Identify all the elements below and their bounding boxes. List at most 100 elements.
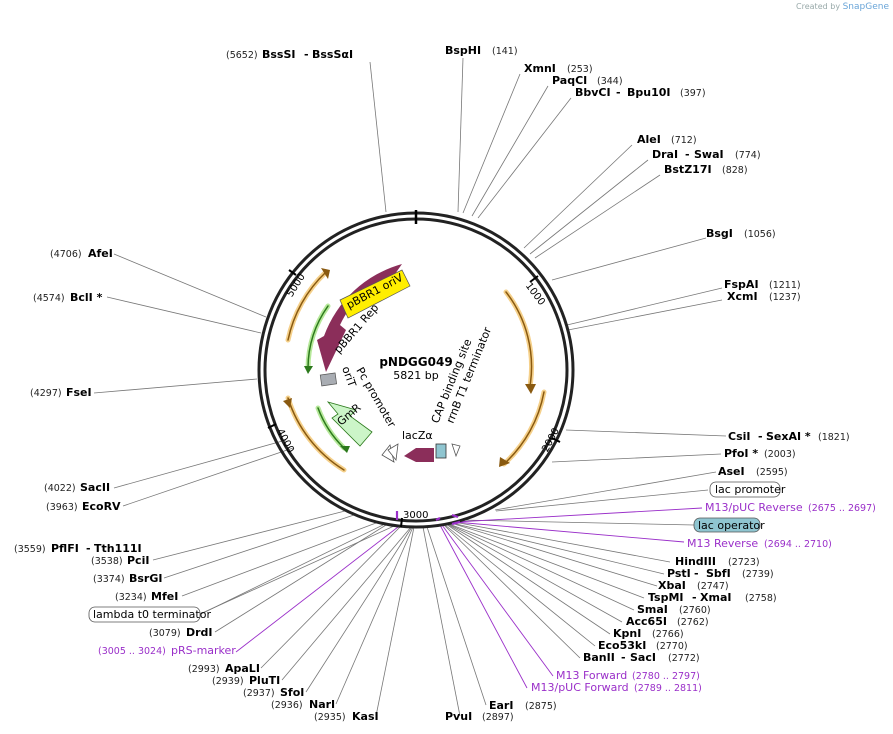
pc-promoter-label: Pc promoter <box>353 365 398 430</box>
site-drai[interactable]: DraI <box>652 148 678 161</box>
site-sexai[interactable]: SexAI * <box>766 430 811 443</box>
primer-prs-marker[interactable]: pRS-marker <box>171 644 236 657</box>
site-bsgi[interactable]: BsgI <box>706 227 733 240</box>
site-bsrgi[interactable]: BsrGI <box>129 572 162 585</box>
site-pos: (5652) <box>226 50 258 61</box>
primer-marks <box>395 511 461 526</box>
cap-site-marker[interactable] <box>451 443 461 458</box>
site-ecorv[interactable]: EcoRV <box>82 500 121 513</box>
site-pos: (1821) <box>818 432 850 443</box>
site-pos: (3079) <box>149 628 181 639</box>
site-pos: (2747) <box>697 581 729 592</box>
site-sacii[interactable]: SacII <box>80 481 110 494</box>
site-bsssi[interactable]: BssSI <box>262 48 296 61</box>
site-sbfi[interactable]: SbfI <box>706 567 731 580</box>
site-swai[interactable]: SwaI <box>694 148 724 161</box>
pbbr1-rep-arrow[interactable] <box>317 264 402 372</box>
site-pos: (344) <box>597 76 623 87</box>
site-fsei[interactable]: FseI <box>66 386 92 399</box>
lac-operator-box[interactable] <box>693 517 761 533</box>
primer-marker-small <box>387 443 399 461</box>
site-pfoi[interactable]: PfoI * <box>724 447 758 460</box>
site-pos: (774) <box>735 150 761 161</box>
site-nari[interactable]: NarI <box>309 698 335 711</box>
site-pos: (2762) <box>677 617 709 628</box>
site-pos: (1056) <box>744 229 776 240</box>
site-paqci[interactable]: PaqCI <box>552 74 587 87</box>
site-pos: (2875) <box>525 701 557 712</box>
site-pflfi[interactable]: PflFI <box>51 542 79 555</box>
site-pos: (2772) <box>668 653 700 664</box>
site-pos: (828) <box>722 165 748 176</box>
site-eco53ki[interactable]: Eco53kI <box>598 639 646 652</box>
site-pos: (4574) <box>33 293 65 304</box>
site-bpu10i[interactable]: Bpu10I <box>627 86 671 99</box>
site-drdi[interactable]: DrdI <box>186 626 213 639</box>
site-mfei[interactable]: MfeI <box>151 590 178 603</box>
site-pcii[interactable]: PciI <box>127 554 149 567</box>
site-tspmi[interactable]: TspMI <box>648 591 684 604</box>
site-xcmi[interactable]: XcmI <box>727 290 758 303</box>
site-fspai[interactable]: FspAI <box>724 278 759 291</box>
mcs-box[interactable] <box>435 443 447 459</box>
site-tth111i[interactable]: Tth111I <box>94 542 142 555</box>
site-pos: (2758) <box>745 593 777 604</box>
primer-m13-puc-reverse[interactable]: M13/pUC Reverse <box>705 501 803 514</box>
lacz-arrow[interactable] <box>404 448 434 462</box>
primer-m13-reverse[interactable]: M13 Reverse <box>687 537 758 550</box>
site-xmni[interactable]: XmnI <box>524 62 556 75</box>
tick-label-3000: 3000 <box>403 510 428 521</box>
primer-connector-lines <box>235 507 703 689</box>
site-bcli[interactable]: BclI * <box>70 291 103 304</box>
site-smai[interactable]: SmaI <box>637 603 668 616</box>
orit-box[interactable] <box>319 372 338 387</box>
tick-marks <box>267 269 561 528</box>
site-csii[interactable]: CsiI <box>728 430 750 443</box>
site-apali[interactable]: ApaLI <box>225 662 260 675</box>
site-separator: - <box>621 651 626 664</box>
primer-range: (2789 .. 2811) <box>634 683 702 694</box>
site-bstz17i[interactable]: BstZ17I <box>664 163 712 176</box>
site-psti[interactable]: PstI <box>667 567 691 580</box>
tick-label-2000: 2000 <box>540 426 562 454</box>
site-kasi[interactable]: KasI <box>352 710 379 723</box>
site-eari[interactable]: EarI <box>489 699 513 712</box>
orf-arc-left-top-core <box>287 271 327 341</box>
site-bsssai[interactable]: BssSαI <box>312 48 353 61</box>
site-separator: - <box>758 430 763 443</box>
site-xbai[interactable]: XbaI <box>658 579 686 592</box>
site-pluti[interactable]: PluTI <box>249 674 280 687</box>
site-pos: (3538) <box>91 556 123 567</box>
site-pos: (397) <box>680 88 706 99</box>
site-acc65i[interactable]: Acc65I <box>626 615 667 628</box>
lambda-t0-box[interactable] <box>88 606 201 623</box>
site-pos: (2939) <box>212 676 244 687</box>
site-pos: (4706) <box>50 249 82 260</box>
site-pos: (2595) <box>756 467 788 478</box>
site-sfoi[interactable]: SfoI <box>280 686 304 699</box>
site-banii[interactable]: BanII <box>583 651 615 664</box>
site-separator: - <box>685 148 690 161</box>
site-saci[interactable]: SacI <box>630 651 656 664</box>
lac-promoter-box[interactable] <box>709 481 781 498</box>
green-arrowhead-1 <box>340 446 350 453</box>
snapgene-credit: Created by SnapGene <box>796 2 889 12</box>
site-pos: (141) <box>492 46 518 57</box>
site-bsphi[interactable]: BspHI <box>445 44 481 57</box>
orf-arrowheads <box>283 268 536 467</box>
site-bbvci[interactable]: BbvCI <box>575 86 611 99</box>
pbbr1-oriv-box[interactable] <box>339 269 411 319</box>
site-pos: (1211) <box>769 280 801 291</box>
primer-m13-forward[interactable]: M13 Forward <box>556 669 627 682</box>
site-hindiii[interactable]: HindIII <box>675 555 716 568</box>
gmr-arrow[interactable] <box>326 401 373 447</box>
site-alei[interactable]: AleI <box>637 133 661 146</box>
plasmid-name: pNDGG049 <box>379 355 452 369</box>
lac-promoter-label: lac promoter <box>715 483 786 496</box>
site-asei[interactable]: AseI <box>718 465 745 478</box>
primer-m13-puc-forward[interactable]: M13/pUC Forward <box>531 681 629 694</box>
site-xmai[interactable]: XmaI <box>700 591 731 604</box>
site-kpni[interactable]: KpnI <box>613 627 641 640</box>
site-afei[interactable]: AfeI <box>88 247 113 260</box>
site-pvui[interactable]: PvuI <box>445 710 472 723</box>
